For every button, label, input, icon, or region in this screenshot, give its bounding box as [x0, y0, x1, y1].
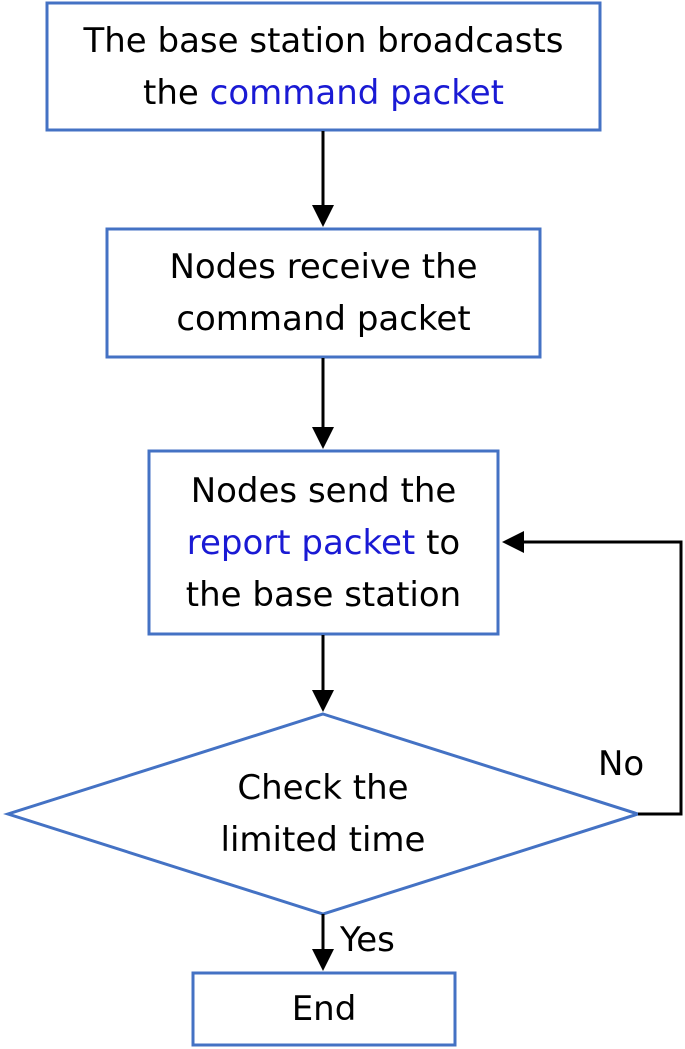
check-line2: limited time: [220, 820, 426, 860]
receive-box: [105, 227, 542, 359]
arrow-start-to-receive: [312, 131, 334, 227]
start-box: [45, 1, 602, 132]
receive-line1: Nodes receive the: [169, 247, 478, 287]
receive-node-text: Nodes receive the command packet: [107, 229, 540, 357]
no-edge-label: No: [598, 744, 645, 784]
arrow-receive-to-send: [312, 358, 334, 449]
receive-line2: command packet: [176, 299, 471, 339]
arrow-send-to-check: [312, 635, 334, 712]
command-packet-highlight: command packet: [209, 72, 504, 113]
start-node-text: The base station broadcasts the command …: [47, 3, 600, 130]
send-line1: Nodes send the: [190, 470, 457, 511]
send-line3: the base station: [185, 574, 462, 615]
check-line1: Check the: [237, 768, 409, 808]
start-line1: The base station broadcasts: [83, 20, 564, 61]
send-line2-suffix: to: [415, 522, 461, 563]
arrow-check-to-end: [312, 914, 334, 971]
send-line2: report packet to: [187, 517, 460, 569]
start-line2: the command packet: [143, 67, 504, 119]
send-node-text: Nodes send the report packet to the base…: [149, 451, 498, 634]
end-node-text: End: [291, 989, 357, 1029]
yes-edge-label: Yes: [340, 920, 395, 960]
report-packet-highlight: report packet: [186, 522, 416, 563]
end-box: [191, 971, 457, 1047]
arrow-no-loop-back: [502, 531, 683, 816]
send-box: [147, 449, 500, 636]
check-node-text: Check the limited time: [170, 760, 476, 868]
start-line2-prefix: the: [143, 72, 210, 113]
